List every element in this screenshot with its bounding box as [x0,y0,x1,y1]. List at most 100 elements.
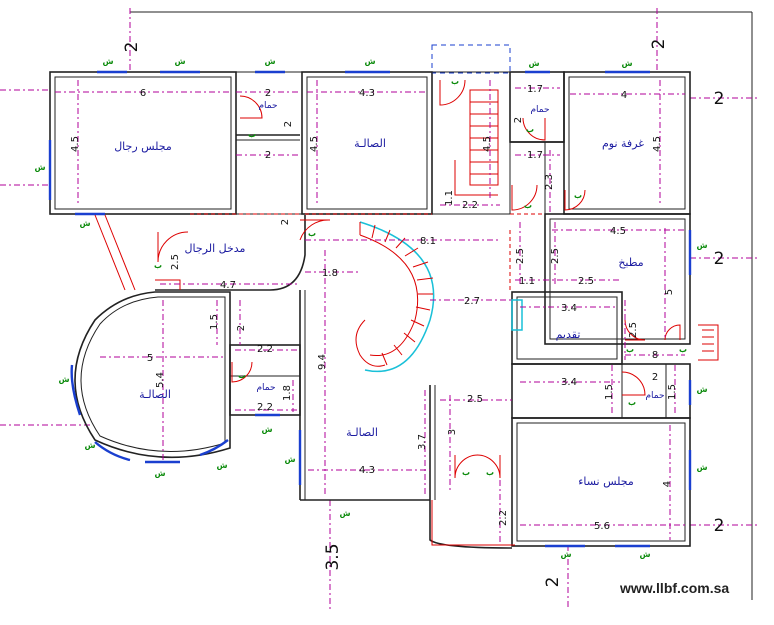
dim-2-5-c: 2.5 [578,276,594,287]
dim-3-7: 3.7 [417,434,428,450]
dim-2-5-e: 2.5 [628,322,639,338]
setback-right-mid: 2 [714,249,725,269]
dim-2-7: 2.7 [464,296,480,307]
dim-4-5-d: 4.5 [482,136,493,152]
window-tag: ش [621,59,632,69]
window-tag: ش [339,509,350,519]
door-tag: ب [238,371,246,380]
dim-2-g: 2 [280,219,291,225]
door-tags: ب ب ب ب ب ب ب ب ب ب ب ب ب [154,77,687,477]
site-url: www.llbf.com.sa [619,580,729,596]
door-tag: ب [626,345,634,354]
dim-2-d: 2 [652,372,658,383]
room-labels: مجلس رجال الصالـة غرفة نوم حمام حمام مدخ… [114,101,664,488]
dim-2-2-d: 2.2 [498,510,509,526]
dim-5-4: 5.4 [155,372,166,388]
dim-1-7-b: 1.7 [527,150,543,161]
room-salah-left: الصالـة [139,388,171,401]
beam-lines [190,213,545,290]
dim-4-5-a: 4.5 [70,136,81,152]
setback-right-bottom: 2 [714,516,725,536]
windows [48,70,692,548]
door-tag: ب [462,468,470,477]
door-tag: ب [524,201,532,210]
dim-4-3-bottom: 4.3 [359,465,375,476]
door-tag: ب [486,468,494,477]
dim-2-a: 2 [265,88,271,99]
window-tag: ش [84,441,95,451]
window-tag: ش [284,455,295,465]
door-tag: ب [451,77,459,86]
room-salah-center: الصالـة [346,426,378,439]
setback-top-right: 2 [649,39,669,50]
window-tag: ش [528,59,539,69]
dim-1-7-a: 1.7 [527,84,543,95]
room-hammam-4: حمام [645,391,664,401]
room-madkhal-rijal: مدخل الرجال [185,242,246,255]
window-tag: ش [174,57,185,67]
window-tag: ش [364,57,375,67]
dim-1-1-b: 1.1 [519,276,535,287]
setback-top-left: 2 [122,42,142,53]
room-ghurfat-nawm: غرفة نوم [602,137,644,150]
room-hammam-1: حمام [258,101,277,111]
dim-1-5-b: 1.5 [604,384,615,400]
dim-2-b: 2 [265,150,271,161]
setback-bottom-left: 3.5 [323,543,343,570]
door-tag: ب [248,130,256,139]
window-tag: ش [102,57,113,67]
dim-6: 6 [140,88,146,99]
plot-boundary [130,11,753,600]
door-tag: ب [628,398,636,407]
setback-right-top: 2 [714,89,725,109]
dim-2-2-top: 2.2 [462,200,478,211]
dim-1-8-a: 1.8 [322,268,338,279]
dimension-labels: 6 4.3 4 2 2 1.7 1.7 4.5 4.5 4.5 4.5 2.2 … [70,84,678,532]
dim-1-5-a: 1.5 [209,314,220,330]
staircase [355,89,523,373]
dim-2-2-c: 2.2 [257,402,273,413]
dim-8: 8 [652,350,658,361]
dim-8-1: 8.1 [420,236,436,247]
window-tag: ش [34,163,45,173]
dim-2-e: 2 [283,121,294,127]
dim-4-5-c: 4.5 [652,136,663,152]
dim-2-c: 2 [236,325,247,331]
room-majlis-rijal: مجلس رجال [114,140,172,153]
window-tag: ش [79,219,90,229]
room-hammam-3: حمام [256,383,275,393]
setback-labels: 2 2 2 2 2 3.5 2 [122,39,724,588]
dim-2-3: 2.3 [544,174,555,190]
doors [94,79,719,546]
dim-9-4: 9.4 [317,354,328,370]
dim-2-5-b: 2.5 [550,248,561,264]
door-tag: ب [308,229,316,238]
door-tag: ب [574,191,582,200]
window-tag: ش [639,550,650,560]
dim-1-1-a: 1.1 [444,190,455,206]
dim-3-4-a: 3.4 [561,303,577,314]
door-tag: ب [154,261,162,270]
dim-4-top: 4 [621,90,627,101]
dim-3-4-b: 3.4 [561,377,577,388]
room-hammam-2: حمام [530,105,549,115]
dim-5-left: 5 [147,353,153,364]
dim-3: 3 [447,429,458,435]
window-tag: ش [216,461,227,471]
window-tag: ش [264,57,275,67]
dim-1-5-c: 1.5 [667,384,678,400]
dim-2-5-d: 2.5 [467,394,483,405]
room-salah-top: الصالـة [354,137,386,150]
setback-lines [0,8,760,610]
dim-2-5-a: 2.5 [515,248,526,264]
door-tag: ب [679,345,687,354]
dim-4-7: 4.7 [220,280,236,291]
dim-4-right: 4 [662,481,673,487]
dim-2-5-f: 2.5 [170,254,181,270]
window-tags: ش ش ش ش ش ش ش ش ش ش ش ش ش ش ش ش ش ش ش ش [34,57,707,560]
dimension-lines [55,80,685,545]
door-tag: ب [526,125,534,134]
window-tag: ش [261,425,272,435]
dim-2-f: 2 [513,117,524,123]
dim-5-6: 5.6 [594,521,610,532]
